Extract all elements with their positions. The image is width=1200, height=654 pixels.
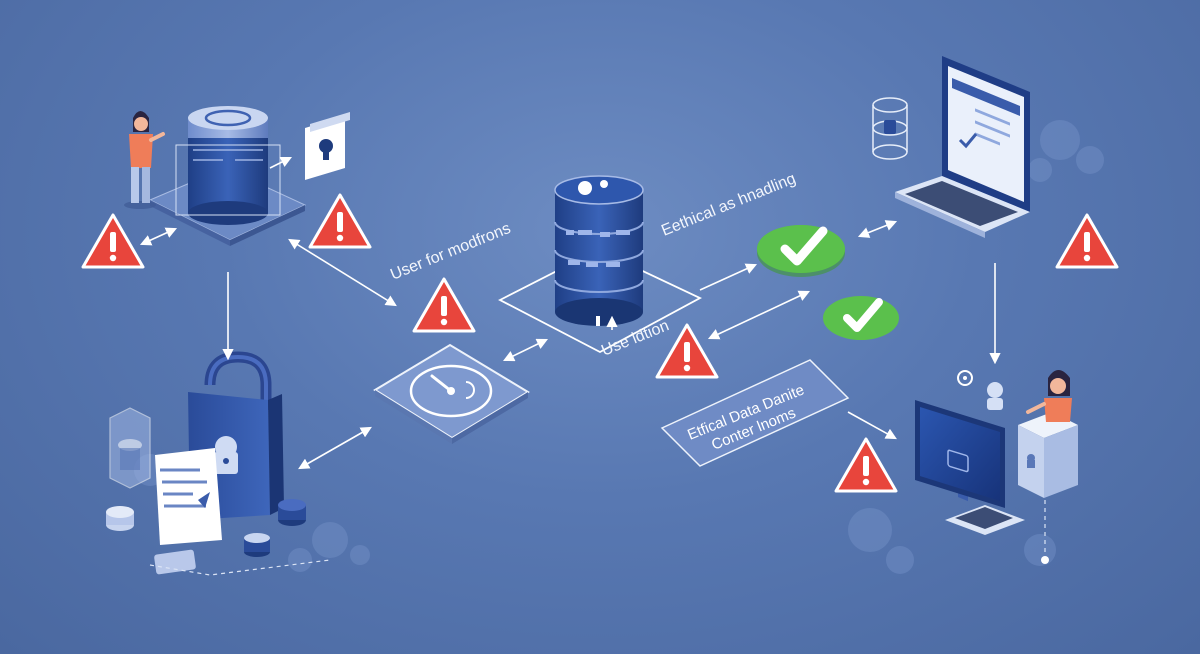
laptop-icon (895, 56, 1030, 502)
warning-triangle-icon (81, 213, 145, 269)
database-icon (175, 106, 281, 225)
warning-triangle-icon (1055, 213, 1119, 269)
bottom-right-monitor-node (915, 370, 1078, 564)
user-figure-left (124, 111, 165, 209)
robot-icon (987, 382, 1003, 410)
checkmark-icon (823, 296, 899, 340)
user-figure-right (1026, 370, 1072, 422)
label-user-for-modfrons: User for modfrons (388, 220, 513, 284)
top-right-laptop-node (872, 56, 1030, 502)
central-database-node (498, 175, 702, 354)
desktop-monitor-icon (915, 400, 1025, 535)
database-server-icon (554, 175, 644, 326)
mini-server-stack (872, 97, 908, 160)
ethical-data-panel[interactable]: Etfical Data Danite Conter lnoms (660, 359, 850, 467)
checkmark-icon (757, 225, 845, 277)
connectors (139, 156, 1001, 470)
bottom-left-security-node (106, 351, 331, 576)
glass-column (109, 407, 151, 489)
secure-box-icon (1018, 412, 1078, 498)
top-left-database-node (124, 106, 350, 246)
lock-card-icon (305, 112, 350, 180)
gear-icon (957, 370, 973, 386)
warning-triangle-icon (834, 437, 898, 493)
document-icon (155, 448, 222, 545)
gauge-panel[interactable] (373, 343, 530, 444)
warning-triangle-icon (308, 193, 372, 249)
connector-dot (1041, 556, 1049, 564)
warning-triangle-icon (412, 277, 476, 333)
data-disks (106, 499, 306, 575)
gauge-dial-icon (409, 364, 493, 418)
